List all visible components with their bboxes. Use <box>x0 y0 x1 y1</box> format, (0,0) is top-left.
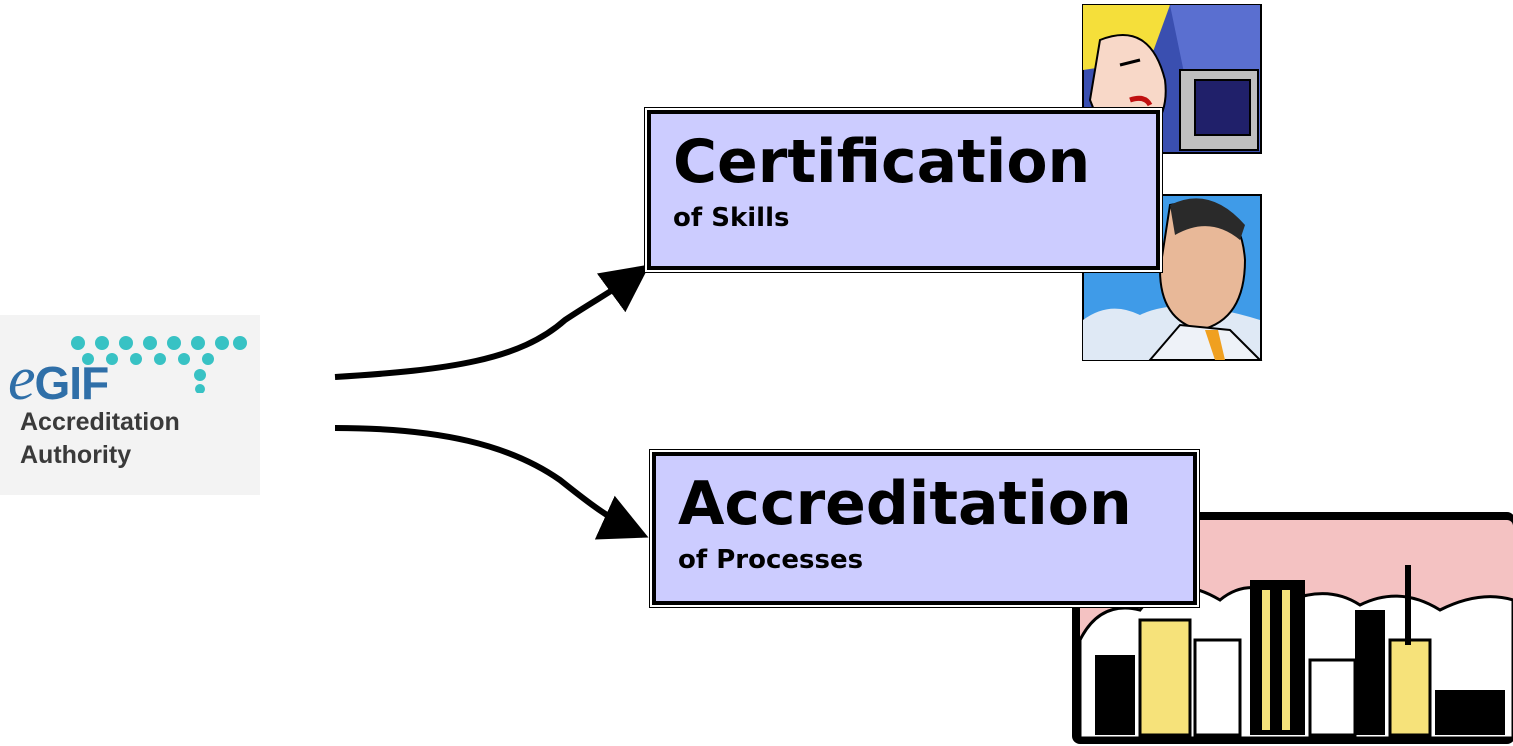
accreditation-subtitle: of Processes <box>678 545 864 575</box>
arrow-to-certification <box>334 264 650 380</box>
arrow-to-accreditation <box>334 425 649 540</box>
certification-box: Certification of Skills <box>647 110 1160 270</box>
accreditation-title: Accreditation <box>678 469 1132 539</box>
egif-logo: eGIF Accreditation Authority <box>0 315 260 495</box>
logo-line-1: Accreditation <box>20 408 180 436</box>
certification-subtitle: of Skills <box>673 203 790 233</box>
woman-at-computer-clipart <box>1082 4 1262 154</box>
logo-dots <box>71 336 247 393</box>
logo-line-2: Authority <box>20 441 132 469</box>
logo-wordmark: eGIF <box>8 345 110 413</box>
logo-prefix: e <box>8 345 36 413</box>
accreditation-box: Accreditation of Processes <box>652 452 1197 605</box>
certification-title: Certification <box>673 127 1091 197</box>
logo-name: GIF <box>34 357 110 409</box>
